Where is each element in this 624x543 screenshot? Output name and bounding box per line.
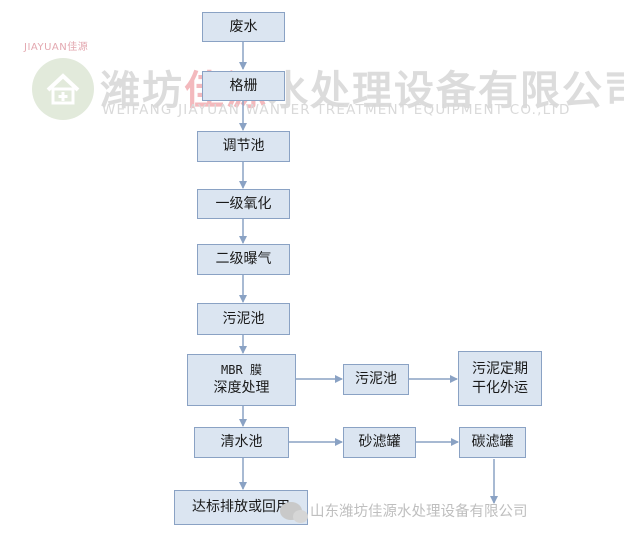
node-sludge-tank: 污泥池 — [197, 303, 290, 335]
watermark-english-name: WEIFANG JIAYUAN WANTER TREATMENT EQUIPME… — [102, 102, 571, 118]
node-label: 格栅 — [229, 77, 258, 94]
node-label: 深度处理 — [213, 379, 270, 396]
watermark-tag: JIAYUAN佳源 — [24, 42, 89, 53]
node-label: 污泥池 — [355, 371, 397, 388]
footer-company-name: 山东潍坊佳源水处理设备有限公司 — [310, 504, 528, 520]
node-sludge-tank-2: 污泥池 — [343, 364, 409, 395]
node-label: 调节池 — [222, 138, 265, 155]
node-grille: 格栅 — [202, 71, 285, 101]
footer-watermark: 山东潍坊佳源水处理设备有限公司 — [280, 500, 528, 523]
node-label: 清水池 — [220, 434, 263, 451]
node-carbon-filter: 碳滤罐 — [459, 427, 526, 458]
node-mbr: MBR 膜 深度处理 — [187, 354, 296, 406]
company-logo-icon — [32, 58, 94, 120]
node-label: 一级氧化 — [215, 195, 272, 212]
node-label: 干化外运 — [472, 379, 528, 396]
node-primary-oxidation: 一级氧化 — [197, 189, 290, 219]
node-label: 达标排放或回用 — [192, 499, 290, 516]
node-label: 污泥定期 — [472, 360, 528, 377]
node-discharge: 达标排放或回用 — [174, 490, 308, 525]
watermark-title-part: 水处理设备有限公司 — [268, 68, 624, 114]
node-label: 砂滤罐 — [358, 434, 401, 451]
node-label: 碳滤罐 — [471, 434, 514, 451]
node-regulating-tank: 调节池 — [197, 131, 290, 162]
node-label: 二级曝气 — [215, 251, 272, 268]
node-label: 污泥池 — [222, 310, 265, 327]
watermark-title-part: 潍坊 — [100, 68, 184, 114]
node-label: 废水 — [229, 18, 258, 35]
node-wastewater: 废水 — [202, 12, 285, 42]
node-label: MBR 膜 — [221, 363, 262, 378]
node-secondary-aeration: 二级曝气 — [197, 244, 290, 275]
node-sand-filter: 砂滤罐 — [343, 427, 416, 458]
node-sludge-disposal: 污泥定期 干化外运 — [458, 351, 542, 406]
node-clear-water-tank: 清水池 — [194, 427, 289, 458]
wechat-icon — [280, 501, 308, 523]
